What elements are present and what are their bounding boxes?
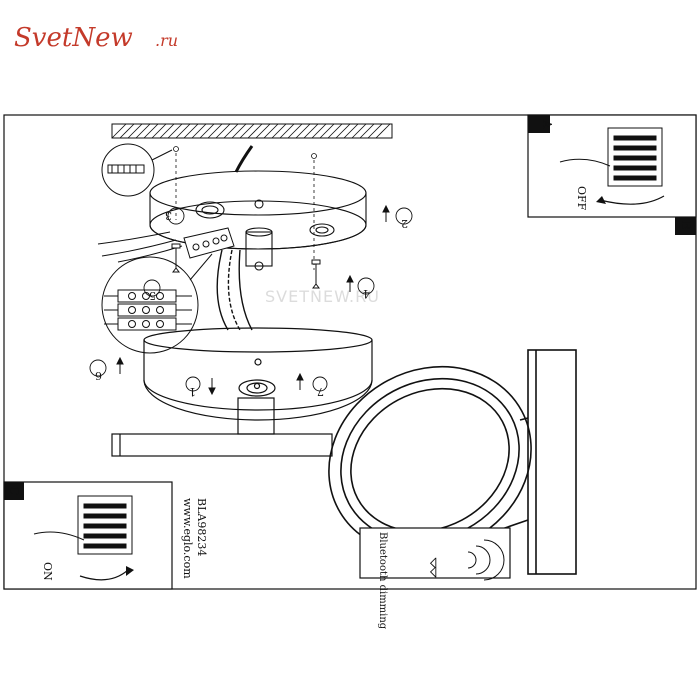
website-url: www.eglo.com <box>181 498 194 579</box>
step-markers <box>89 207 413 392</box>
sheet-border <box>3 114 697 590</box>
step-4-label: 4 <box>363 287 370 300</box>
panel-b: B <box>675 217 696 235</box>
bluetooth-label: Bluetooth dimming <box>377 532 388 630</box>
svetnew-logo: SvetNew .ru <box>14 23 178 53</box>
bluetooth-dimming-box: ᛒ Bluetooth dimming <box>359 527 511 630</box>
hand-icon <box>559 158 611 167</box>
panel-c: C ON <box>3 481 173 590</box>
step-5-label: 5 <box>149 289 156 302</box>
bluetooth-icon: ᛒ <box>427 554 440 579</box>
signal-waves-icon <box>467 539 505 581</box>
watermark: SVETNEW.RU <box>265 287 380 306</box>
mounting-plate <box>149 145 367 271</box>
hand-icon-c <box>33 531 85 541</box>
wiring-detail-callout <box>101 253 213 354</box>
terminal-block <box>183 227 235 259</box>
step-7-label: 7 <box>317 385 324 398</box>
panel-a-off-text: OFF <box>575 186 588 211</box>
mains-wires <box>97 231 183 263</box>
logo-suffix: .ru <box>155 31 178 50</box>
lamp-arm <box>111 397 333 457</box>
screws <box>171 243 321 289</box>
ceiling-hatch <box>111 123 393 139</box>
step-arrows <box>116 204 390 396</box>
panel-b-label: B <box>679 221 693 230</box>
step-1-label: 1 <box>189 385 196 398</box>
step-6-label: 6 <box>95 369 102 382</box>
panel-a: A OFF <box>527 114 697 218</box>
drill-detail-callout <box>101 143 173 197</box>
lamp-canopy <box>143 327 373 421</box>
step-2-label: 2 <box>401 217 408 230</box>
panel-c-on-text: ON <box>41 562 54 581</box>
panel-c-label: C <box>7 486 21 495</box>
step-3-label: 3 <box>165 209 172 222</box>
model-code: BLA98234 <box>195 498 208 556</box>
logo-text: SvetNew <box>14 23 133 53</box>
connection-cables <box>216 249 253 331</box>
panel-a-label: A <box>540 119 554 129</box>
